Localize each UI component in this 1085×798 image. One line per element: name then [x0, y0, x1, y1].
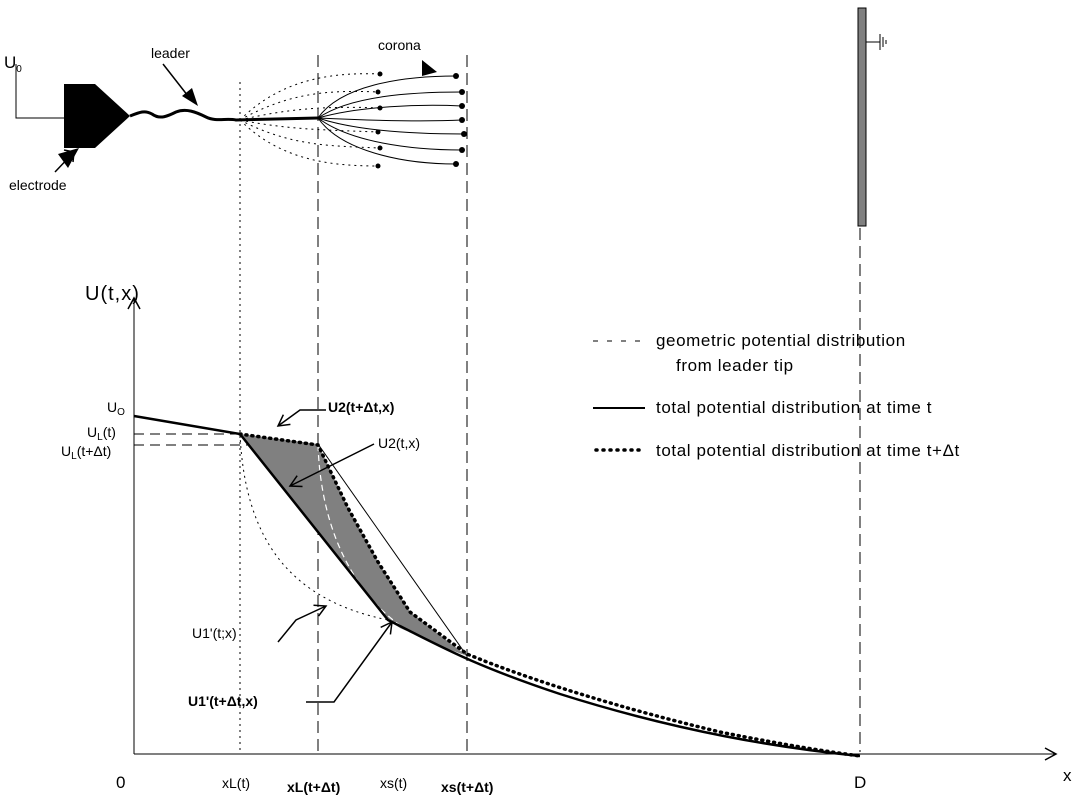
- pointer-U1p-t: [277, 604, 328, 643]
- label-U2-tdt: U2(t+Δt,x): [328, 399, 394, 415]
- tick-UL-tdt: UL(t+Δt): [61, 443, 111, 462]
- electrode-shape: [64, 84, 130, 148]
- pointer-U2-tdt: [276, 409, 326, 427]
- corona-pointer-head: [422, 60, 437, 76]
- corona-current: [317, 75, 465, 165]
- xtick-xs-t: xs(t): [380, 775, 407, 791]
- legend-text-1: geometric potential distribution: [656, 331, 906, 350]
- leader-pointer: [162, 63, 189, 97]
- corona-label: corona: [378, 37, 421, 53]
- reference-lines: [239, 55, 861, 752]
- electrode-label: electrode: [9, 177, 67, 193]
- leader-pointer-head: [182, 88, 198, 106]
- legend-text-4: total potential distribution at time t+Δ…: [656, 441, 960, 460]
- ground-icon: [866, 34, 887, 50]
- total-potential-t: [133, 414, 861, 758]
- corona-current-tips: [453, 73, 467, 167]
- electrode-pointer-head: [58, 148, 79, 168]
- plot: U(t,x) x 0 UO UL(t) UL(t+Δt) xL(t) xL(t+…: [61, 283, 1072, 795]
- source-wire: [15, 64, 65, 119]
- xtick-xs-tdt: xs(t+Δt): [441, 779, 493, 795]
- legend-text-3: total potential distribution at time t: [656, 398, 932, 417]
- total-potential-tdt: [238, 432, 862, 758]
- label-U1p-t: U1'(t;x): [192, 625, 237, 641]
- total-potential-t-thin: [317, 443, 468, 657]
- potential-difference-area: [240, 434, 467, 656]
- geometric-dist-xL-tdt: [317, 444, 468, 657]
- xtick-D: D: [854, 773, 866, 792]
- geometric-dist-xL-t: [239, 433, 389, 621]
- leader-channel: [129, 108, 319, 122]
- leader-label: leader: [151, 45, 190, 61]
- label-U1p-tdt: U1'(t+Δt,x): [188, 693, 258, 709]
- corona-previous: [239, 73, 381, 167]
- legend-text-2: from leader tip: [676, 356, 794, 375]
- pointer-U1p-tdt: [306, 620, 393, 703]
- source-label: U0: [4, 53, 22, 75]
- label-U2-t: U2(t,x): [378, 435, 420, 451]
- y-axis-label: U(t,x): [85, 283, 140, 305]
- xtick-xL-t: xL(t): [222, 775, 250, 791]
- origin-label: 0: [116, 773, 125, 792]
- schematic: U0 electrode leader: [4, 7, 887, 227]
- pointer-U2-t: [288, 443, 375, 488]
- tick-U0: UO: [107, 399, 125, 418]
- legend: geometric potential distribution from le…: [593, 331, 960, 460]
- ground-plate: [857, 7, 867, 227]
- xtick-xL-tdt: xL(t+Δt): [287, 779, 340, 795]
- x-axis-label: x: [1063, 766, 1072, 785]
- tick-UL-t: UL(t): [87, 424, 116, 443]
